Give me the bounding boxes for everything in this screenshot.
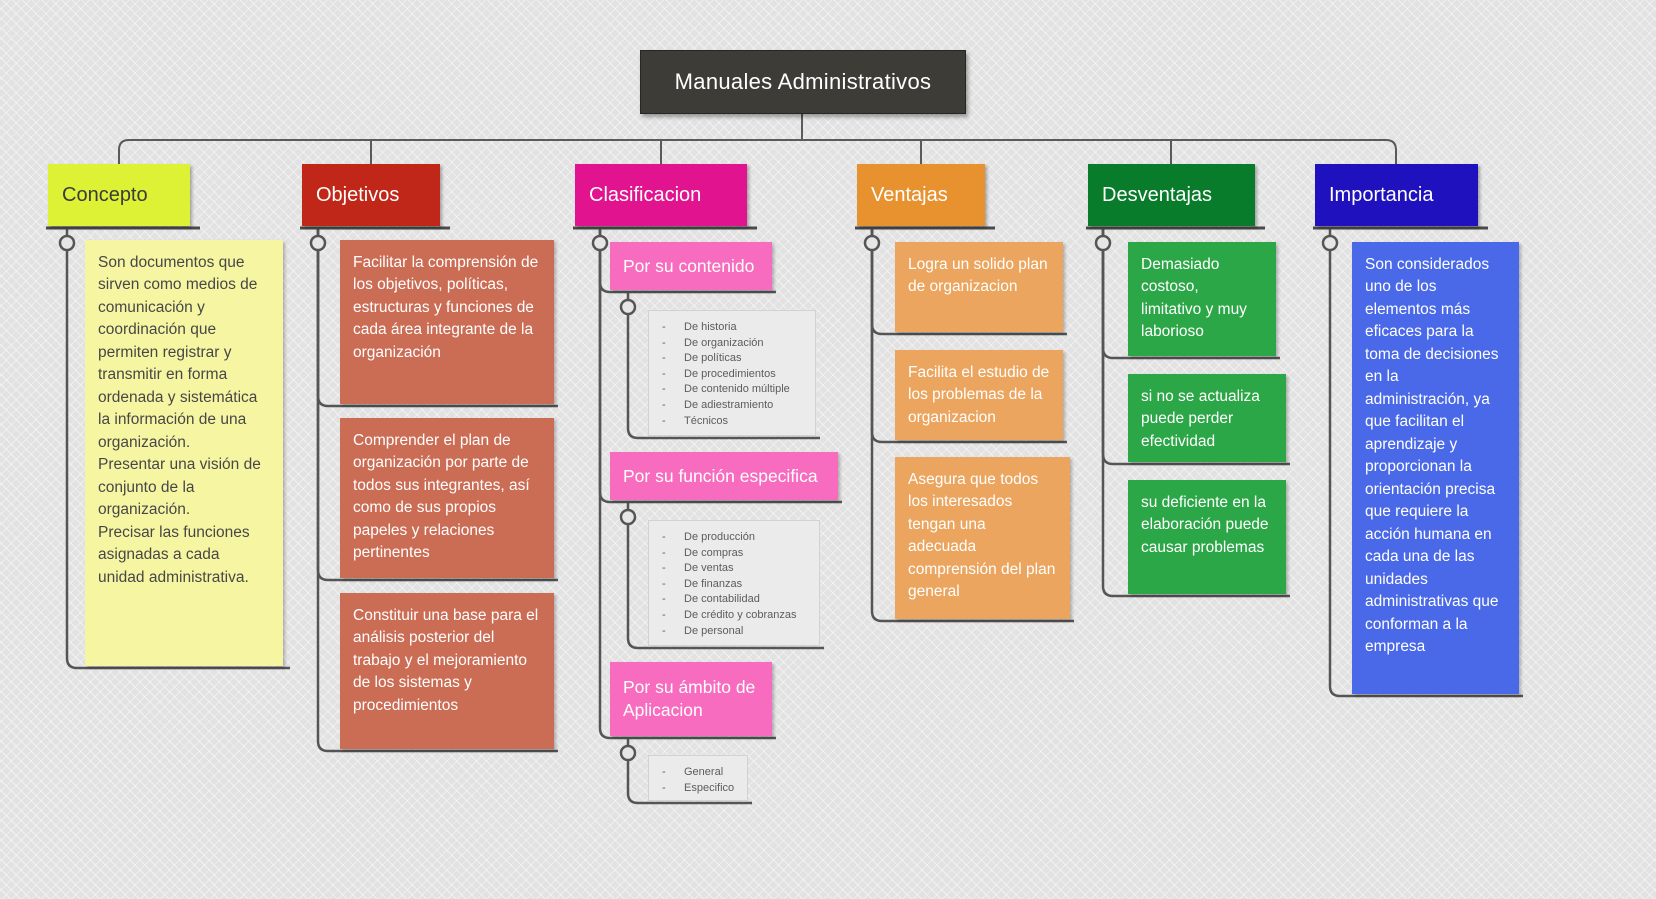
subheader-label: Por su ámbito de Aplicacion (623, 677, 756, 720)
list-item: -De personal (662, 624, 744, 637)
subheader-por-su-contenido[interactable]: Por su contenido (610, 242, 772, 290)
branch-header-concepto[interactable]: Concepto (48, 164, 190, 226)
list-item: -De procedimientos (662, 367, 776, 380)
note-objetivo-2[interactable]: Comprender el plan de organización por p… (340, 418, 554, 578)
list-por-su-contenido[interactable]: -De historia -De organización -De política… (648, 310, 816, 436)
branch-header-desventajas[interactable]: Desventajas (1088, 164, 1255, 226)
root-node-label: Manuales Administrativos (674, 69, 932, 94)
list-item: -De ventas (662, 562, 734, 575)
list-item: -De finanzas (662, 577, 743, 590)
branch-label: Importancia (1329, 183, 1434, 206)
note-desventaja-1[interactable]: Demasiado costoso, limitativo y muy labo… (1128, 242, 1276, 356)
branch-header-objetivos[interactable]: Objetivos (302, 164, 440, 226)
note-desventaja-2[interactable]: si no se actualiza puede perder efectivi… (1128, 374, 1286, 462)
branch-label: Concepto (62, 183, 148, 206)
subheader-por-su-funcion-especifica[interactable]: Por su función especifica (610, 452, 838, 500)
note-desventaja-3[interactable]: su deficiente en la elaboración puede ca… (1128, 480, 1286, 594)
list-item: -De compras (662, 546, 744, 559)
branch-header-ventajas[interactable]: Ventajas (857, 164, 985, 226)
note-ventaja-2[interactable]: Facilita el estudio de los problemas de … (895, 350, 1063, 440)
branch-header-importancia[interactable]: Importancia (1315, 164, 1478, 226)
list-item: -De crédito y cobranzas (662, 609, 797, 622)
list-item: -De contenido múltiple (662, 383, 790, 396)
note-ventaja-1[interactable]: Logra un solido plan de organizacion (895, 242, 1063, 332)
list-item: -De políticas (662, 352, 742, 365)
list-por-su-funcion-especifica[interactable]: -De producción -De compras -De ventas -De f… (648, 520, 820, 646)
list-item: -De contabilidad (662, 593, 760, 606)
note-objetivo-1[interactable]: Facilitar la comprensión de los objetivo… (340, 240, 554, 404)
note-concepto-definition[interactable]: Son documentos que sirven como medios de… (85, 240, 283, 666)
list-item: -De producción (662, 531, 755, 543)
note-importancia[interactable]: Son considerados uno de los elementos má… (1352, 242, 1519, 694)
branch-label: Ventajas (871, 183, 948, 206)
list-item: -De organización (662, 336, 764, 349)
list-item: -De adiestramiento (662, 399, 774, 412)
subheader-label: Por su función especifica (623, 465, 818, 486)
branch-label: Desventajas (1102, 183, 1213, 206)
branch-header-clasificacion[interactable]: Clasificacion (575, 164, 747, 226)
branch-label: Objetivos (316, 183, 400, 206)
note-ventaja-3[interactable]: Asegura que todos los interesados tengan… (895, 457, 1070, 619)
subheader-por-su-ambito-de-aplicacion[interactable]: Por su ámbito de Aplicacion (610, 662, 772, 736)
list-item: -Técnicos (662, 414, 729, 427)
root-node[interactable]: Manuales Administrativos (640, 50, 966, 114)
list-por-su-ambito[interactable]: -General -Especifico (648, 755, 748, 801)
note-objetivo-3[interactable]: Constituir una base para el análisis pos… (340, 593, 554, 749)
subheader-label: Por su contenido (623, 255, 755, 276)
list-item: -Especifico (662, 781, 735, 794)
list-item: -De historia (662, 321, 737, 333)
list-item: -General (662, 766, 724, 778)
branch-label: Clasificacion (589, 183, 702, 206)
